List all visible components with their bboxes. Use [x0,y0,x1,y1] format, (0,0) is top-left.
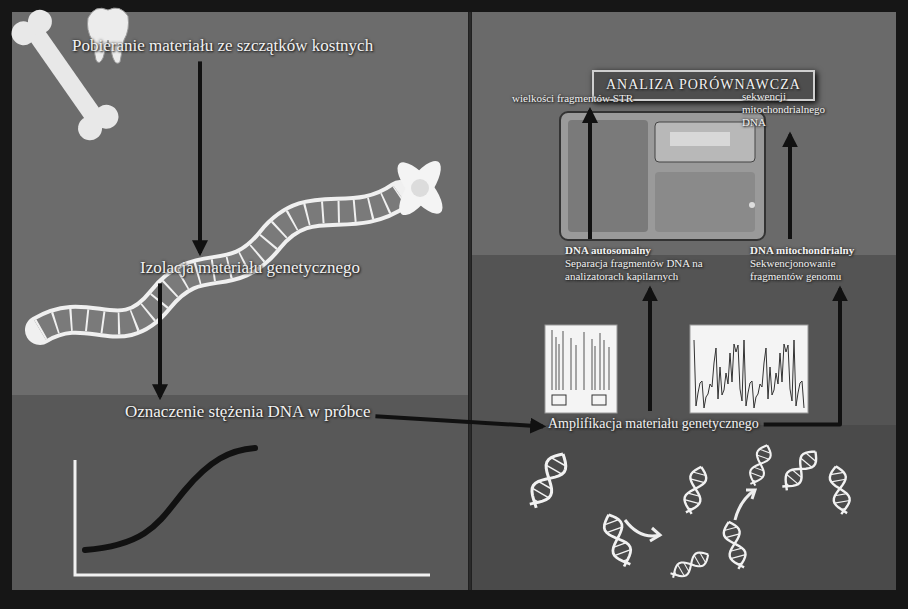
flow-arrow [375,416,543,426]
method-label: DNA autosomalnySeparacja fragmentów DNA … [565,244,740,284]
label-text: Izolacja materiału genetycznego [140,258,360,278]
peak [604,340,605,390]
panel [472,255,896,425]
step-label: Amplifikacja materiału genetycznego [548,416,759,433]
helix [778,446,821,493]
label-text: Separacja fragmentów DNA na analizatorac… [565,257,740,283]
tooth [88,8,129,63]
flow-arrow [788,135,792,239]
helix [524,449,571,511]
flow-arrow [158,283,162,397]
peak [584,332,585,390]
label-text: wielkości fragmentów STR [512,92,633,105]
helix [668,548,711,581]
helix [600,512,635,569]
flow-arrow [588,110,592,239]
electropherogram [545,325,617,413]
label-text: Pobieranie materiału ze szczątków kostny… [72,36,373,56]
peak [576,345,577,390]
peak [552,330,553,390]
peak [559,344,560,390]
helix [746,443,774,487]
step-label: Oznaczenie stężenia DNA w próbce [125,402,370,422]
method-heading: DNA autosomalny [565,244,740,257]
flow-arrow [198,61,202,253]
label-text: Sekwencjonowanie fragmentów genomu [750,257,875,283]
flow-arrow [764,289,840,425]
helix [721,520,749,571]
peak [556,337,557,390]
label-text: Amplifikacja materiału genetycznego [548,416,759,433]
chromosome [390,155,450,221]
peak [571,338,572,390]
output-label: sekwencji mitochondrialnego DNA [742,90,846,130]
peak [563,331,564,390]
step-label: Izolacja materiału genetycznego [140,258,360,278]
method-label: DNA mitochondrialnySekwencjonowanie frag… [750,244,875,284]
panel [472,425,896,590]
method-heading: DNA mitochondrialny [750,244,875,257]
step-label: Pobieranie materiału ze szczątków kostny… [72,36,373,56]
peak [609,347,610,390]
panel [12,395,468,590]
panel [472,12,896,255]
sequencing-trace [690,325,808,413]
peak [595,346,596,390]
concentration-graph [75,448,430,575]
small-arrows [625,490,755,541]
peak [600,333,601,390]
dna-strand [40,195,400,330]
helix [828,465,852,515]
panel [12,12,468,395]
label-text: Oznaczenie stężenia DNA w próbce [125,402,370,422]
flow-arrow [648,289,652,411]
label-text: sekwencji mitochondrialnego DNA [742,90,846,130]
helix [681,465,709,516]
dna-helices [524,443,852,582]
output-label: wielkości fragmentów STR [512,92,633,105]
peak [592,339,593,390]
